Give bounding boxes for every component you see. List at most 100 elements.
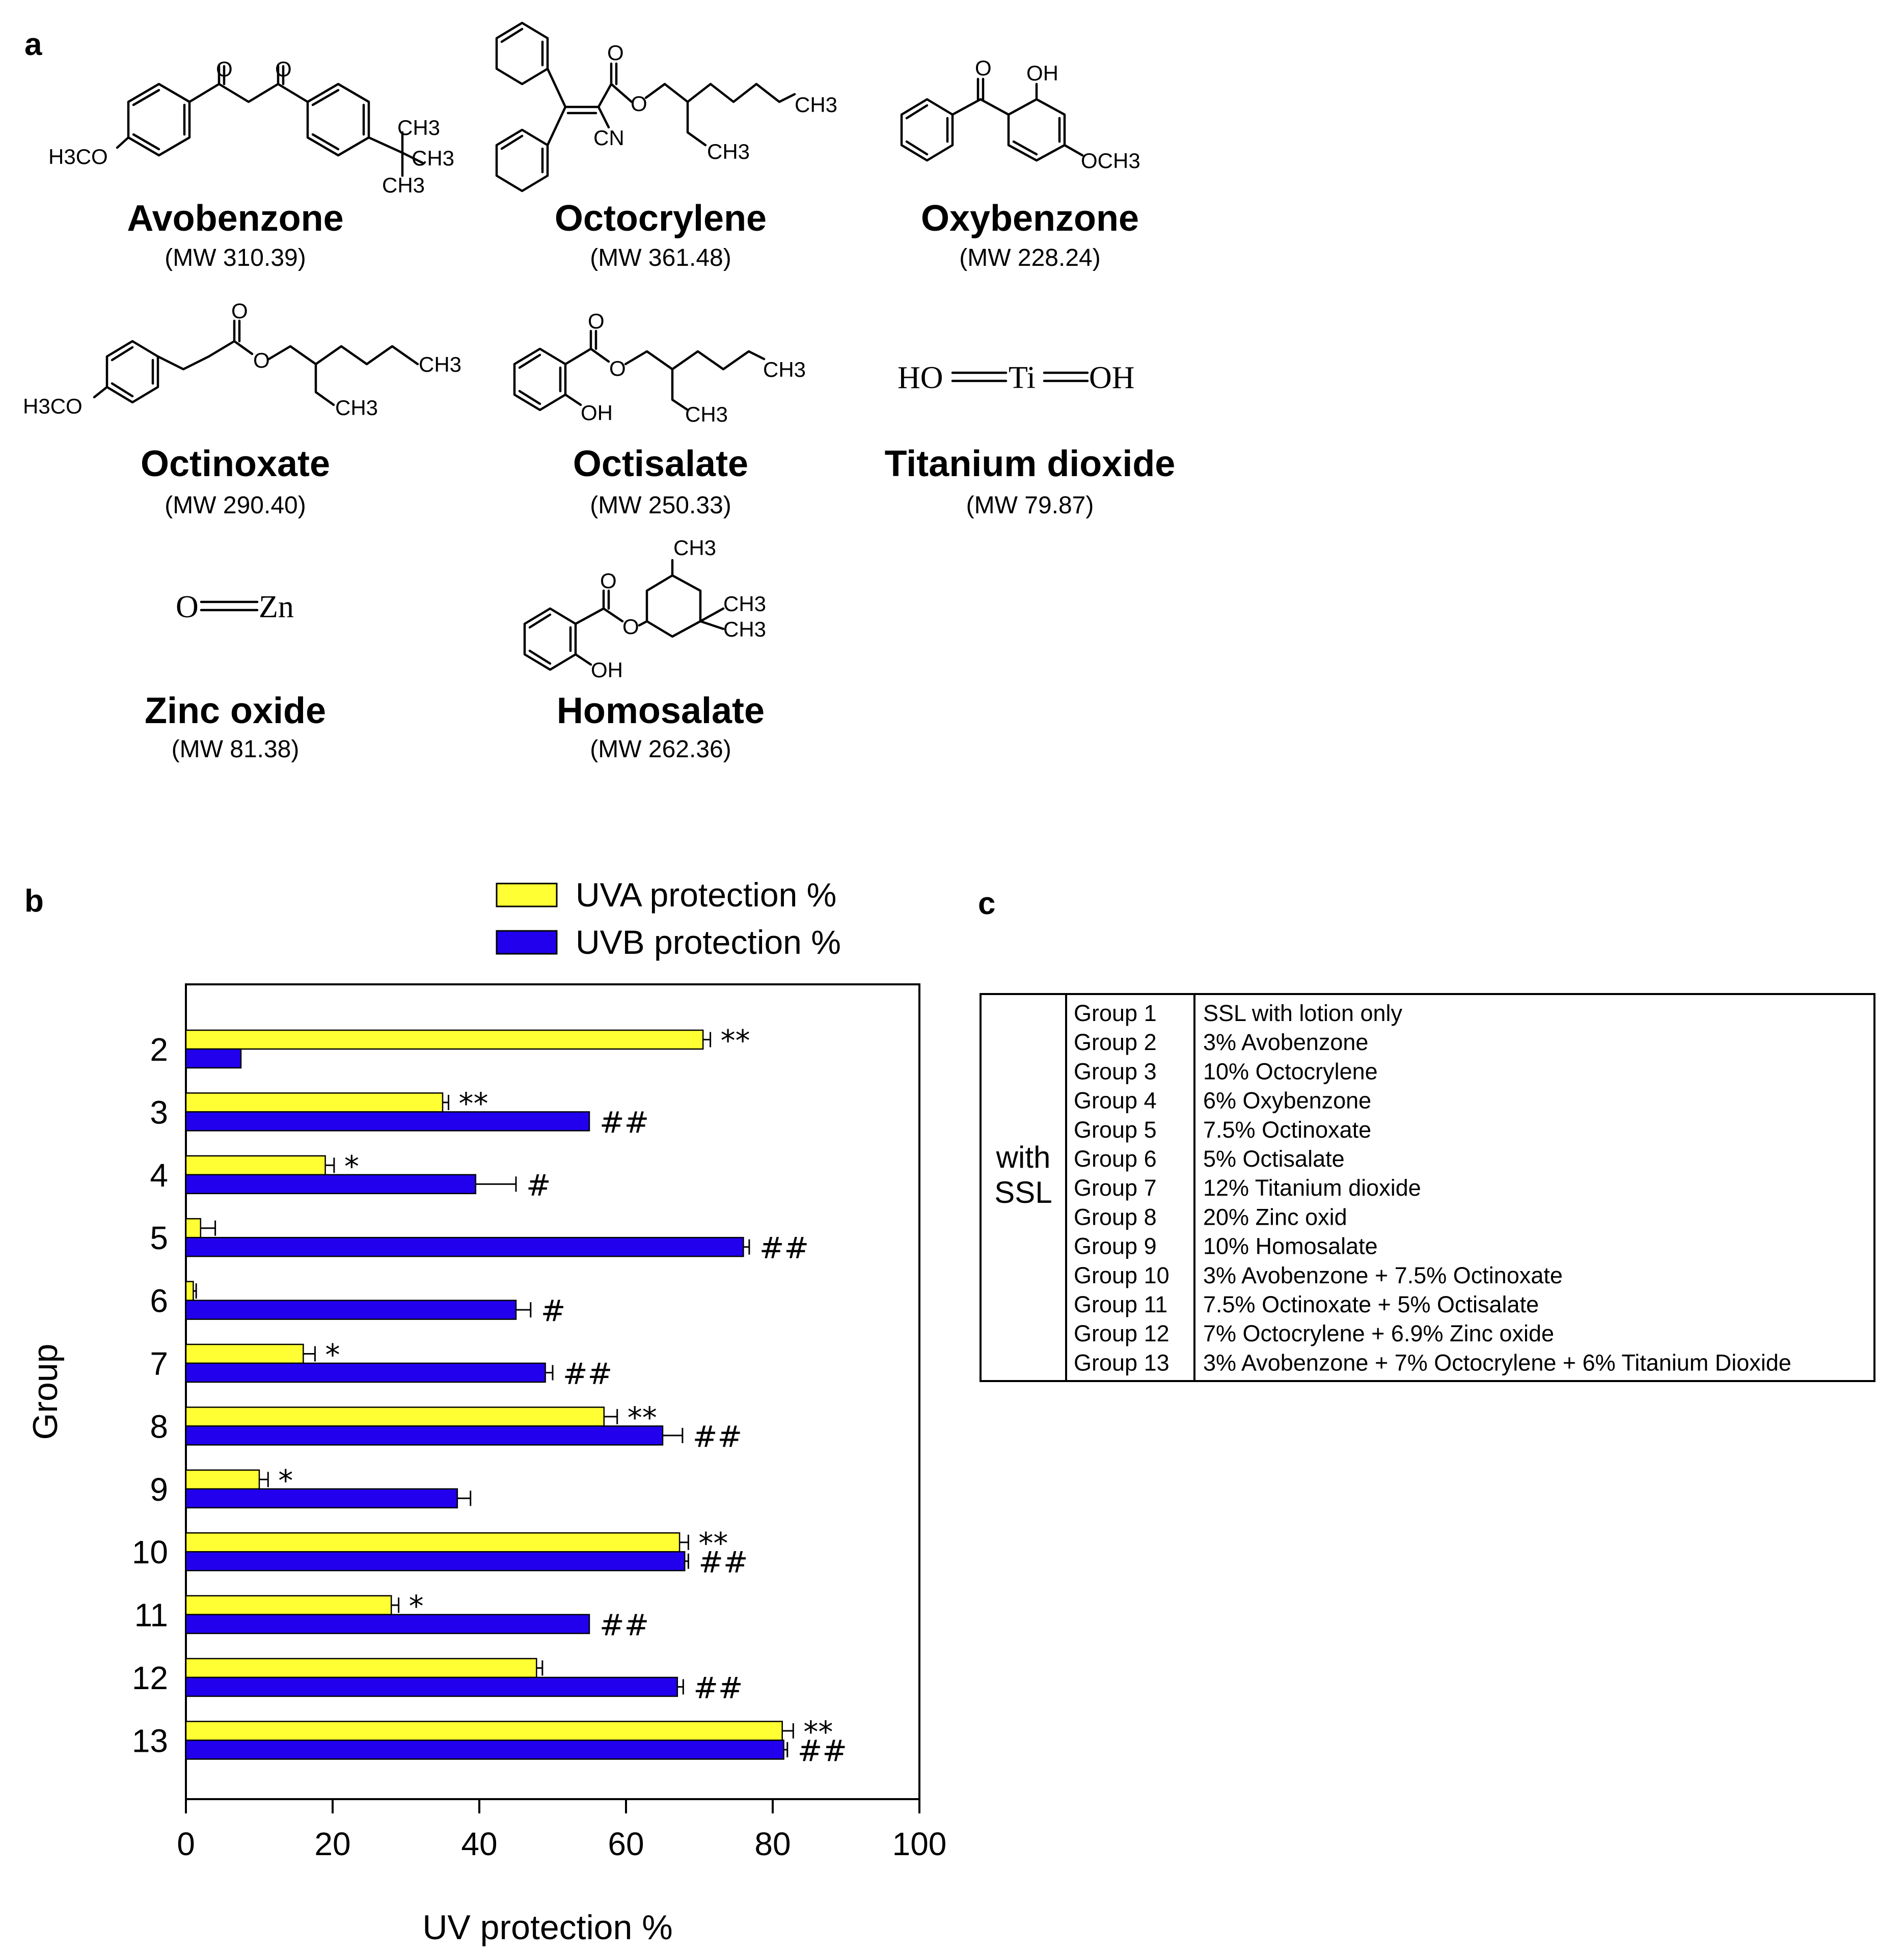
group-ch3: CH3 <box>412 146 454 170</box>
bar-uva <box>185 1469 260 1490</box>
legend-label-uvb: UVB protection % <box>576 923 841 961</box>
chart-legend: UVA protection % UVB protection % <box>496 876 841 961</box>
y-tick-label: 3 <box>150 1094 168 1131</box>
group-ch3: CH3 <box>795 93 837 117</box>
table-description-cell: 10% Homosalate <box>1203 1233 1378 1259</box>
compound-name-zinc-oxide: Zinc oxide <box>145 691 326 731</box>
bar-uva <box>185 1155 326 1176</box>
compound-name-avobenzone: Avobenzone <box>127 198 343 239</box>
y-tick-label: 10 <box>132 1534 168 1570</box>
y-tick-label: 7 <box>150 1345 168 1382</box>
significance-mark-uvb: ## <box>693 1671 743 1705</box>
atom-o: O <box>975 56 992 80</box>
table-group-cell: Group 2 <box>1074 1029 1157 1055</box>
y-tick-label: 5 <box>150 1220 168 1256</box>
significance-mark-uvb: ## <box>693 1419 742 1454</box>
group-ho: HO <box>897 361 943 395</box>
y-tick-label: 6 <box>150 1283 168 1319</box>
significance-mark-uva: ** <box>698 1526 728 1561</box>
table-group-cell: Group 5 <box>1074 1117 1157 1143</box>
bar-uva <box>185 1343 304 1364</box>
x-axis-title: UV protection % <box>422 1908 672 1947</box>
atom-zn: Zn <box>259 590 294 624</box>
bar-uva <box>185 1407 605 1427</box>
atom-o: O <box>607 41 624 65</box>
table-description-cell: SSL with lotion only <box>1203 1000 1403 1026</box>
structure-octocrylene: O O CN CH3 CH3 <box>495 21 837 192</box>
structure-zinc-oxide: O Zn <box>176 590 294 624</box>
table-group-cell: Group 4 <box>1074 1088 1157 1114</box>
structure-octisalate: O O OH CH3 CH3 <box>513 309 806 426</box>
table-description-cell: 7% Octocrylene + 6.9% Zinc oxide <box>1203 1320 1554 1346</box>
group-oh: OH <box>581 401 613 425</box>
bar-uvb <box>185 1362 546 1383</box>
structure-octinoxate: O O H3CO CH3 CH3 <box>23 299 461 420</box>
panel-label-a: a <box>24 27 42 62</box>
table-group-cell: Group 12 <box>1074 1320 1169 1346</box>
significance-mark-uvb: ## <box>698 1545 748 1580</box>
bar-uvb <box>185 1488 458 1509</box>
group-ch3: CH3 <box>673 536 716 560</box>
group-oh: OH <box>1089 361 1135 395</box>
panel-label-c: c <box>978 886 995 921</box>
atom-o: O <box>231 299 248 323</box>
x-tick-label: 0 <box>177 1826 195 1862</box>
bar-uva <box>185 1532 681 1553</box>
compound-mw-avobenzone: (MW 310.39) <box>165 244 306 271</box>
legend-swatch-uvb <box>496 930 558 955</box>
bar-uva <box>185 1029 704 1050</box>
bar-uvb <box>185 1676 678 1697</box>
group-ch3: CH3 <box>382 173 425 197</box>
atom-o: O <box>600 569 617 593</box>
bar-uva <box>185 1281 194 1301</box>
compound-mw-octinoxate: (MW 290.40) <box>165 492 306 519</box>
table-group-cell: Group 9 <box>1074 1233 1157 1259</box>
table-side-label: SSL <box>994 1175 1052 1209</box>
y-axis-title: Group <box>26 1344 65 1440</box>
group-ch3: CH3 <box>763 357 806 381</box>
table-description-cell: 10% Octocrylene <box>1203 1058 1378 1084</box>
table-description-cell: 3% Avobenzone <box>1203 1029 1368 1055</box>
atom-o: O <box>588 309 605 333</box>
group-och3: OCH3 <box>1081 149 1140 173</box>
bar-uvb <box>185 1111 590 1132</box>
x-tick-label: 100 <box>892 1826 947 1862</box>
structure-oxybenzone: O OH OCH3 <box>900 56 1140 173</box>
structure-titanium-dioxide: HO Ti OH <box>897 361 1135 395</box>
compound-name-titanium-dioxide: Titanium dioxide <box>885 444 1176 484</box>
significance-mark-uvb: # <box>541 1293 566 1328</box>
plot-frame <box>185 983 920 1800</box>
significance-mark-uvb: ## <box>600 1105 649 1140</box>
group-ch3: CH3 <box>723 592 766 616</box>
bar-uvb <box>185 1236 744 1257</box>
panel-label-b: b <box>24 884 44 919</box>
x-tick-label: 40 <box>461 1826 497 1862</box>
group-ch3: CH3 <box>419 352 461 376</box>
table-description-cell: 7.5% Octinoxate + 5% Octisalate <box>1203 1291 1539 1317</box>
group-ch3: CH3 <box>397 116 440 140</box>
bar-uvb <box>185 1740 784 1760</box>
bar-uvb <box>185 1048 242 1069</box>
significance-mark-uvb: # <box>526 1168 551 1202</box>
table-description-cell: 5% Octisalate <box>1203 1146 1345 1172</box>
table-group-cell: Group 3 <box>1074 1058 1157 1084</box>
table-group-cell: Group 11 <box>1074 1291 1167 1317</box>
group-ch3: CH3 <box>335 396 378 420</box>
structure-avobenzone: O O H3CO CH3 CH3 CH3 <box>48 57 454 197</box>
atom-ti: Ti <box>1009 361 1036 395</box>
bar-uvb <box>185 1174 477 1195</box>
bar-uva <box>185 1721 783 1741</box>
compound-mw-homosalate: (MW 262.36) <box>590 736 731 763</box>
atom-o: O <box>622 615 639 639</box>
structure-homosalate: O O OH CH3 CH3 CH3 <box>523 536 766 682</box>
compound-name-octisalate: Octisalate <box>573 444 748 484</box>
x-tick-label: 80 <box>754 1826 791 1862</box>
table-description-cell: 12% Titanium dioxide <box>1203 1175 1421 1201</box>
group-oh: OH <box>1026 61 1058 85</box>
significance-mark-uvb: ## <box>759 1231 809 1265</box>
bar-uva <box>185 1092 444 1113</box>
table-description-cell: 6% Oxybenzone <box>1203 1088 1371 1114</box>
group-ch3: CH3 <box>707 140 750 163</box>
bar-uvb <box>185 1551 686 1572</box>
